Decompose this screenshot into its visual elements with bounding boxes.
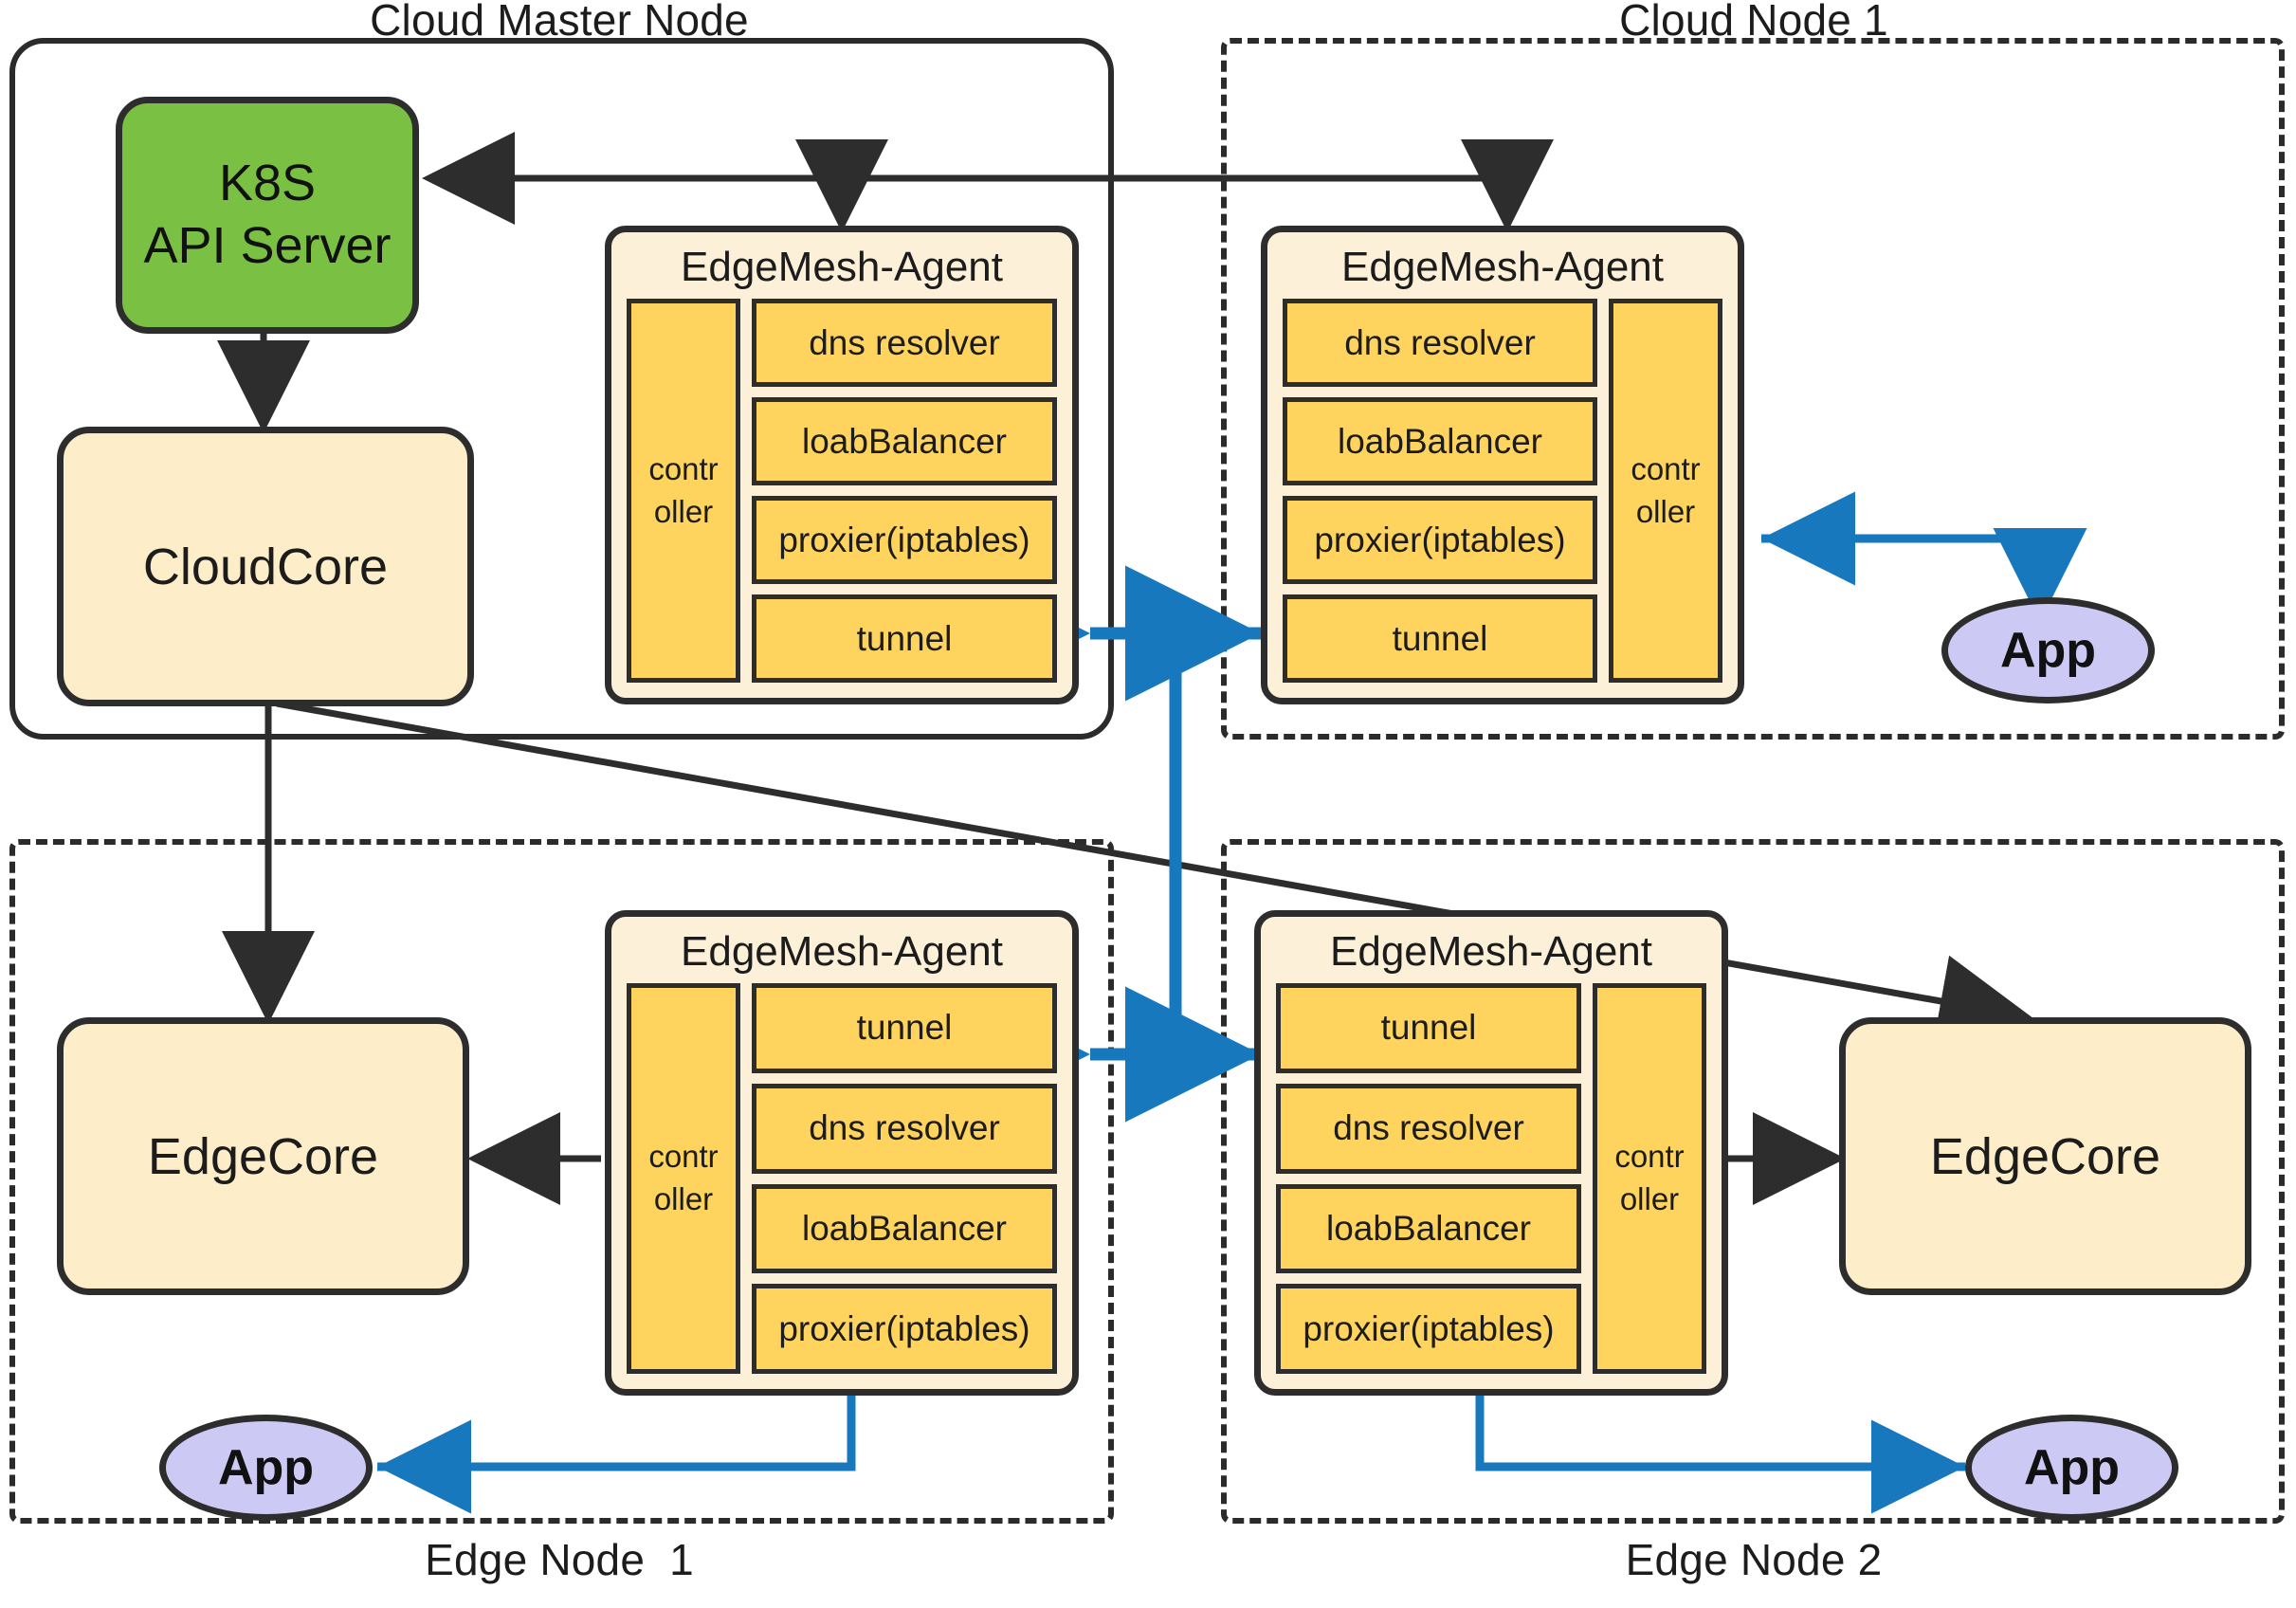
agent-controller[interactable]: contr oller	[1593, 983, 1706, 1374]
agent-module-loadbalancer[interactable]: loabBalancer	[1276, 1183, 1581, 1274]
k8s-api-server-label: K8S API Server	[143, 155, 392, 274]
agent-controller[interactable]: contr oller	[1609, 299, 1722, 683]
agent-cloud-node-1[interactable]: EdgeMesh-Agent dns resolver loabBalancer…	[1261, 226, 1744, 704]
cloudcore-box[interactable]: CloudCore	[57, 427, 474, 706]
agent-module-proxier[interactable]: proxier(iptables)	[752, 496, 1057, 584]
zone-label-cloud-node-1: Cloud Node 1	[1619, 0, 1888, 45]
cloudcore-label: CloudCore	[142, 538, 389, 595]
k8s-api-server-box[interactable]: K8S API Server	[116, 97, 419, 334]
agent-module-proxier[interactable]: proxier(iptables)	[1283, 496, 1597, 584]
edgecore-label: EdgeCore	[1929, 1127, 2161, 1185]
agent-module-dns-resolver[interactable]: dns resolver	[1283, 299, 1597, 387]
zone-label-cloud-master: Cloud Master Node	[370, 0, 749, 45]
agent-module-tunnel[interactable]: tunnel	[1283, 594, 1597, 683]
agent-module-tunnel[interactable]: tunnel	[752, 983, 1057, 1073]
agent-module-loadbalancer[interactable]: loabBalancer	[1283, 397, 1597, 485]
agent-controller[interactable]: contr oller	[627, 299, 740, 683]
app-edge-node-1[interactable]: App	[159, 1415, 373, 1521]
zone-label-edge-node-2: Edge Node 2	[1625, 1535, 1883, 1584]
agent-module-proxier[interactable]: proxier(iptables)	[752, 1284, 1057, 1374]
edgecore-left-box[interactable]: EdgeCore	[57, 1017, 469, 1295]
agent-module-loadbalancer[interactable]: loabBalancer	[752, 397, 1057, 485]
zone-label-edge-node-1: Edge Node 1	[425, 1535, 694, 1584]
agent-title: EdgeMesh-Agent	[681, 244, 1003, 290]
app-label: App	[2023, 1440, 2121, 1495]
edgecore-label: EdgeCore	[147, 1127, 379, 1185]
agent-module-tunnel[interactable]: tunnel	[1276, 983, 1581, 1073]
agent-title: EdgeMesh-Agent	[681, 928, 1003, 975]
agent-title: EdgeMesh-Agent	[1330, 928, 1652, 975]
app-cloud-node-1[interactable]: App	[1941, 597, 2155, 704]
agent-module-dns-resolver[interactable]: dns resolver	[752, 1083, 1057, 1174]
agent-edge-node-1[interactable]: EdgeMesh-Agent contr oller tunnel dns re…	[605, 910, 1079, 1396]
agent-module-loadbalancer[interactable]: loabBalancer	[752, 1183, 1057, 1274]
app-edge-node-2[interactable]: App	[1965, 1415, 2178, 1521]
agent-title: EdgeMesh-Agent	[1341, 244, 1664, 290]
agent-controller[interactable]: contr oller	[627, 983, 740, 1374]
edgecore-right-box[interactable]: EdgeCore	[1839, 1017, 2251, 1295]
agent-edge-node-2[interactable]: EdgeMesh-Agent tunnel dns resolver loabB…	[1254, 910, 1728, 1396]
agent-module-proxier[interactable]: proxier(iptables)	[1276, 1284, 1581, 1374]
agent-module-dns-resolver[interactable]: dns resolver	[1276, 1083, 1581, 1174]
agent-module-dns-resolver[interactable]: dns resolver	[752, 299, 1057, 387]
agent-cloud-master[interactable]: EdgeMesh-Agent contr oller dns resolver …	[605, 226, 1079, 704]
agent-module-tunnel[interactable]: tunnel	[752, 594, 1057, 683]
app-label: App	[217, 1440, 315, 1495]
app-label: App	[1999, 623, 2097, 678]
